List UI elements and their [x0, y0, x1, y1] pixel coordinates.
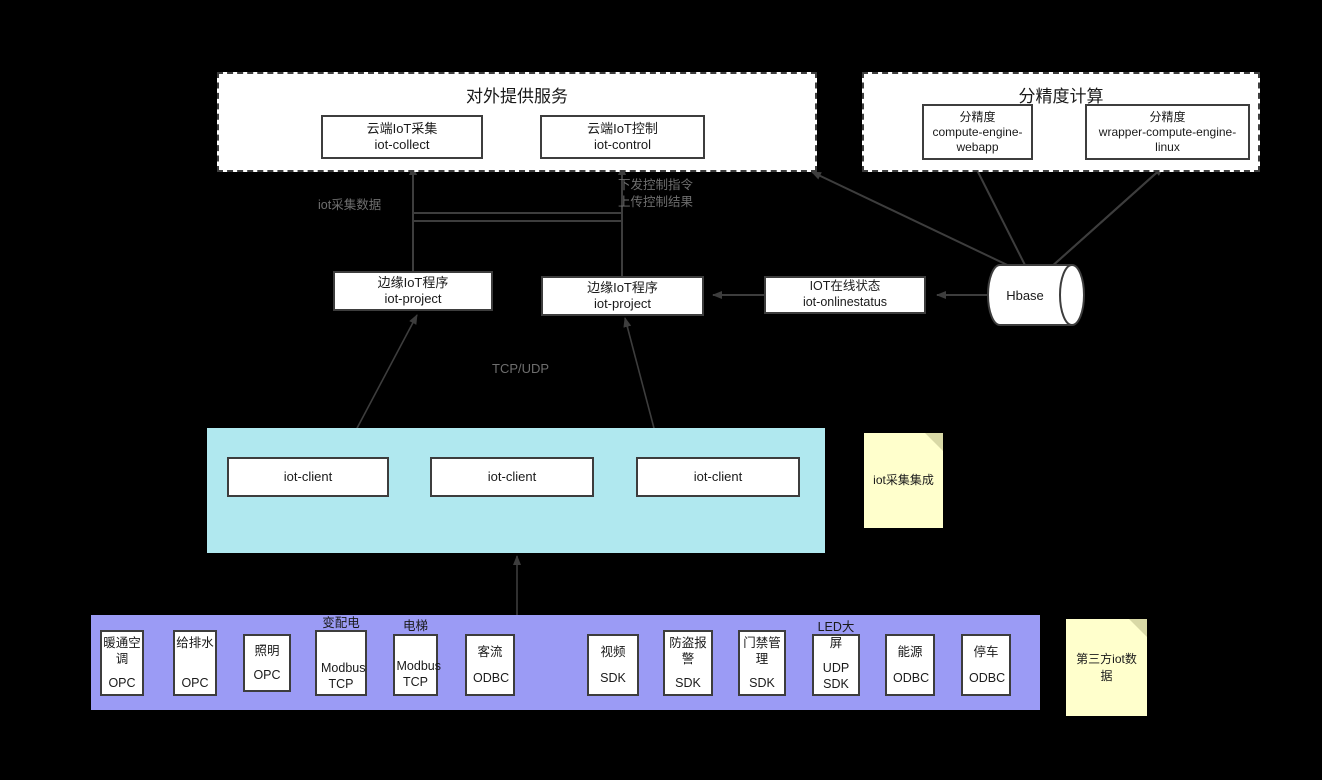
note-fold-icon [925, 433, 943, 451]
device-box-water-name: 给排水 [176, 636, 214, 650]
box-iot-collect-line2: iot-collect [374, 137, 430, 152]
device-box-hvac[interactable]: 暖通空调 OPC [100, 630, 144, 696]
hbase-label: Hbase [1006, 287, 1044, 303]
label-tcp-udp: TCP/UDP [492, 361, 550, 376]
hbase-cylinder[interactable]: Hbase [986, 263, 1086, 327]
note-third-party-iot-data[interactable]: 第三方iot数据 [1066, 619, 1147, 716]
device-box-energy-name: 能源 [897, 644, 923, 659]
device-box-elevator-protocol: Modbus TCP [396, 659, 441, 690]
device-box-access-control-name: 门禁管理 [743, 636, 781, 667]
arrow-wrapper-to-hbase [1039, 166, 1164, 278]
device-box-passenger-flow[interactable]: 客流 ODBC [465, 634, 515, 696]
arrow-hbase-to-wrapper [1039, 166, 1164, 278]
device-box-video-name: 视频 [600, 644, 626, 659]
device-box-hvac-protocol: OPC [108, 675, 136, 690]
note-iot-collect-integration[interactable]: iot采集集成 [864, 433, 943, 528]
box-iot-client-3-label: iot-client [693, 468, 743, 484]
device-box-led-screen-protocol: UDP SDK [822, 661, 850, 692]
device-box-parking[interactable]: 停车 ODBC [961, 634, 1011, 696]
device-box-parking-protocol: ODBC [969, 670, 1006, 685]
device-box-video[interactable]: 视频 SDK [587, 634, 639, 696]
box-wrapper-compute-engine-linux-line1: 分精度 [1149, 109, 1186, 124]
box-edge-iot-project-left-line2: iot-project [384, 291, 442, 306]
device-box-energy[interactable]: 能源 ODBC [885, 634, 935, 696]
device-box-access-control-protocol: SDK [749, 675, 775, 690]
group-services: 对外提供服务 [217, 72, 817, 172]
note-fold-icon-2 [1129, 619, 1147, 637]
device-box-hvac-name: 暖通空调 [103, 636, 141, 667]
box-compute-engine-webapp-line1: 分精度 [959, 109, 996, 124]
box-iot-collect[interactable]: 云端IoT采集 iot-collect [321, 115, 483, 159]
device-box-lighting-name: 照明 [254, 643, 280, 658]
device-box-water[interactable]: 给排水 OPC [173, 630, 217, 696]
group-precision-title: 分精度计算 [1018, 87, 1104, 106]
box-iot-client-1[interactable]: iot-client [227, 457, 389, 497]
device-box-power-protocol: Modbus TCP [321, 661, 366, 692]
arrow-client-to-edge-right [623, 317, 656, 433]
device-box-power-name: 变配电 [322, 616, 360, 630]
box-iot-control-line1: 云端IoT控制 [587, 120, 658, 136]
box-edge-iot-project-right-line2: iot-project [593, 296, 652, 311]
box-iot-client-2-label: iot-client [487, 468, 537, 484]
device-box-led-screen[interactable]: LED大屏 UDP SDK [812, 620, 860, 696]
label-control-command-line2: 上传控制结果 [618, 194, 694, 209]
device-box-burglar-alarm-name: 防盗报警 [669, 636, 707, 667]
device-box-water-protocol: OPC [181, 675, 209, 690]
device-box-energy-protocol: ODBC [893, 670, 930, 685]
box-wrapper-compute-engine-linux[interactable]: 分精度 wrapper-compute-engine-linux [1085, 104, 1250, 160]
box-iot-onlinestatus-line1: IOT在线状态 [809, 279, 881, 294]
device-box-passenger-flow-name: 客流 [477, 644, 503, 659]
box-edge-iot-project-left-line1: 边缘IoT程序 [377, 274, 449, 290]
box-compute-engine-webapp[interactable]: 分精度 compute-engine-webapp [922, 104, 1033, 160]
device-box-led-screen-name: LED大屏 [817, 620, 855, 651]
label-control-command-line1: 下发控制指令 [618, 178, 694, 192]
device-box-elevator[interactable]: 电梯 Modbus TCP [393, 619, 441, 696]
note-third-party-iot-data-text: 第三方iot数据 [1076, 652, 1137, 683]
box-edge-iot-project-left[interactable]: 边缘IoT程序 iot-project [333, 271, 493, 311]
label-iot-collect-data: iot采集数据 [318, 198, 382, 212]
hbase-shape [987, 264, 1085, 326]
device-box-video-protocol: SDK [600, 670, 626, 685]
box-iot-control[interactable]: 云端IoT控制 iot-control [540, 115, 705, 159]
device-box-parking-name: 停车 [973, 644, 999, 659]
box-wrapper-compute-engine-linux-line2: wrapper-compute-engine-linux [1098, 124, 1237, 154]
device-box-power[interactable]: 变配电 Modbus TCP [315, 616, 367, 696]
arrow-webapp-to-hbase [974, 165, 1031, 276]
device-box-lighting[interactable]: 照明 OPC [243, 634, 291, 692]
box-iot-onlinestatus[interactable]: IOT在线状态 iot-onlinestatus [764, 276, 926, 314]
device-box-burglar-alarm-protocol: SDK [675, 675, 701, 690]
box-iot-client-3[interactable]: iot-client [636, 457, 800, 497]
device-box-passenger-flow-protocol: ODBC [473, 670, 510, 685]
box-iot-control-line2: iot-control [593, 137, 652, 152]
box-iot-client-2[interactable]: iot-client [430, 457, 594, 497]
device-box-lighting-protocol: OPC [253, 667, 281, 682]
device-box-access-control[interactable]: 门禁管理 SDK [738, 630, 786, 696]
box-iot-onlinestatus-line2: iot-onlinestatus [802, 295, 888, 309]
box-iot-collect-line1: 云端IoT采集 [366, 120, 438, 136]
box-edge-iot-project-right-line1: 边缘IoT程序 [587, 279, 658, 295]
device-box-burglar-alarm[interactable]: 防盗报警 SDK [663, 630, 713, 696]
note-iot-collect-integration-text: iot采集集成 [873, 473, 934, 488]
arrow-hbase-to-services [811, 171, 1023, 273]
group-services-title: 对外提供服务 [466, 87, 568, 106]
box-edge-iot-project-right[interactable]: 边缘IoT程序 iot-project [541, 276, 704, 316]
box-iot-client-1-label: iot-client [283, 468, 333, 484]
device-box-elevator-name: 电梯 [402, 619, 428, 633]
box-compute-engine-webapp-line2: compute-engine-webapp [932, 124, 1023, 154]
arrow-client-to-edge-left [354, 314, 418, 433]
label-control-command: 下发控制指令 上传控制结果 [618, 177, 693, 211]
